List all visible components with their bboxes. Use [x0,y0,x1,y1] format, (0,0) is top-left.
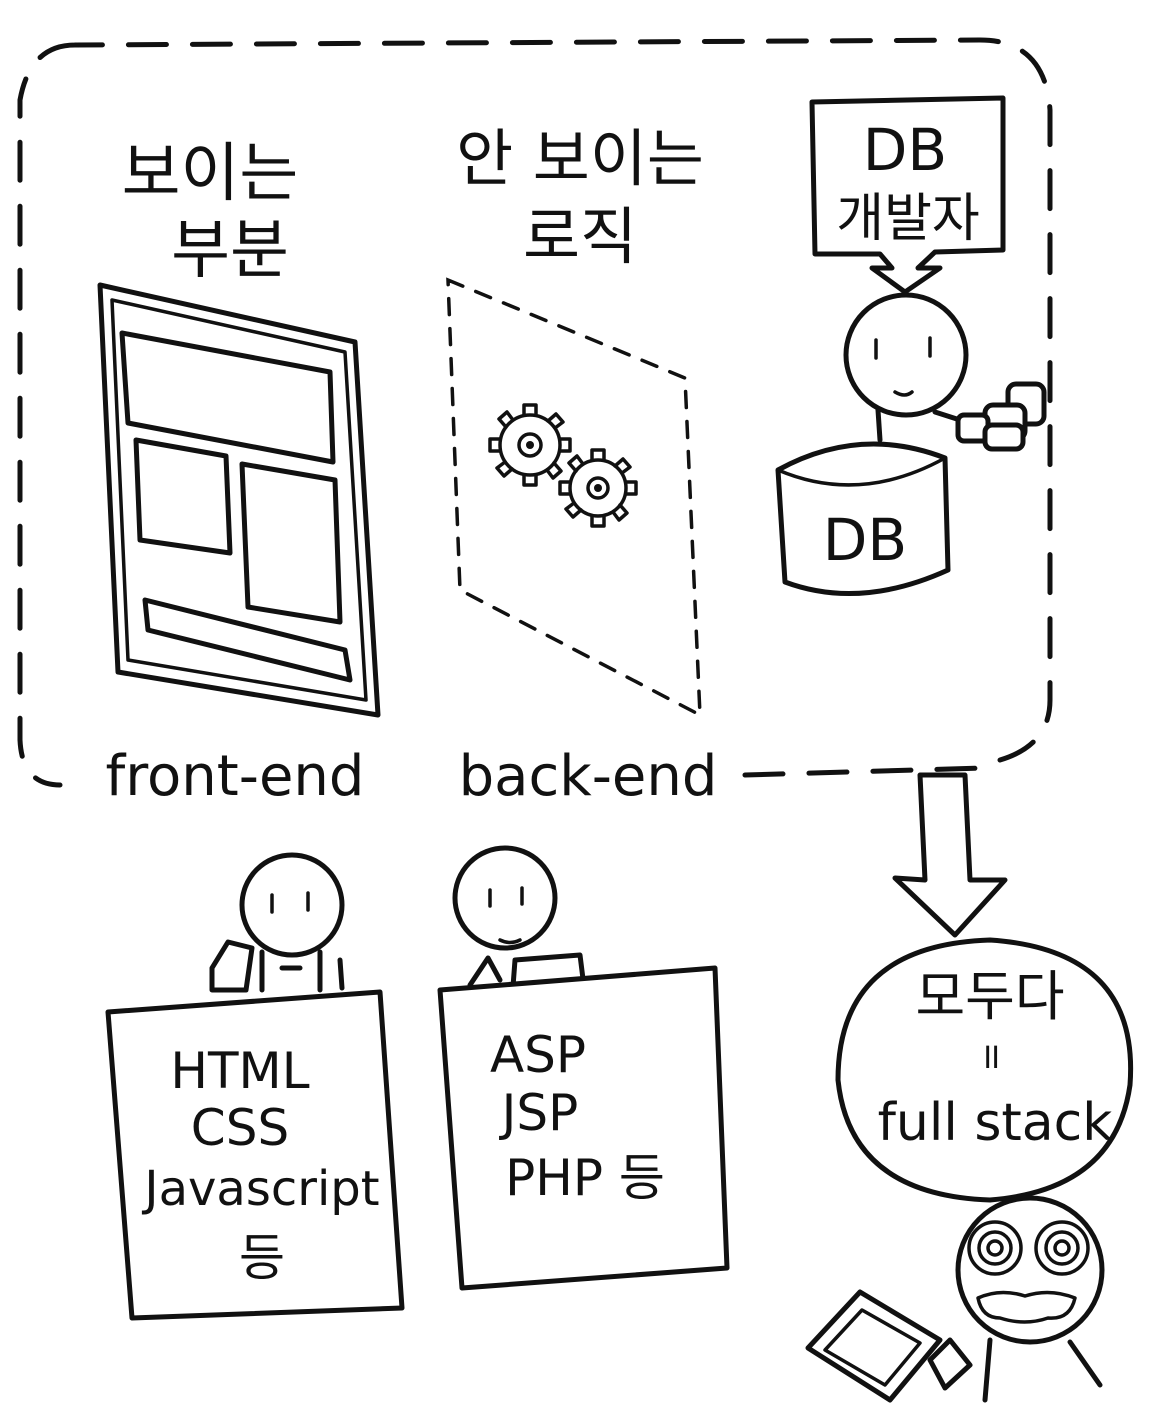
fullstack-line1: 모두다 [915,965,1064,1028]
fullstack-line3: full stack [878,1093,1113,1153]
frontend-title-line1: 보이는 [122,137,299,211]
backend-developer: ASP JSP PHP 등 [437,845,730,1291]
browser-window-icon [97,282,381,718]
outer-dashed-boundary [17,37,1053,788]
backend-tech-1: ASP [490,1026,586,1084]
wavy-mouth [976,1290,1077,1324]
frontend-label: front-end [106,744,365,809]
db-sign-line1: DB [863,116,947,184]
backend-column: 안 보이는 로직 back-end [446,122,718,809]
frontend-tech-3: Javascript [141,1161,379,1217]
fullstack-line2: ॥ [979,1036,1001,1077]
db-data-stack-icon [955,381,1047,452]
frontend-tech-4: 등 [239,1229,285,1287]
frontend-title-line2: 부분 [171,214,289,288]
spiral-eye-right-icon [1034,1220,1090,1276]
frontend-tech-1: HTML [170,1042,309,1100]
database-column: DB 개발자 DB [775,95,1047,597]
frontend-tech-board [105,989,405,1321]
backend-tech-board [437,965,730,1291]
frontend-developer: HTML CSS Javascript 등 [105,852,405,1321]
fullstack-bubble: 모두다 ॥ full stack [835,937,1134,1203]
backend-label: back-end [459,744,718,809]
db-developer-person-icon [843,292,969,443]
db-cylinder-label: DB [823,506,907,574]
db-sign-line2: 개발자 [836,189,980,249]
frontend-tech-2: CSS [191,1099,289,1157]
gears-icon [488,403,638,528]
fullstack-arrow [892,772,1008,938]
backend-title-line1: 안 보이는 [456,122,704,195]
db-developer-sign: DB 개발자 [809,95,1006,295]
backend-tech-2: JSP [499,1084,579,1142]
spiral-eye-left-icon [967,1220,1023,1276]
backend-dashed-panel [446,277,702,718]
frontend-column: 보이는 부분 front-end [97,137,381,809]
database-icon: DB [775,441,951,597]
backend-tech-3: PHP 등 [505,1149,665,1207]
backend-title-line2: 로직 [523,200,637,273]
tablet-icon [805,1289,943,1403]
fullstack-developer [805,1195,1105,1403]
